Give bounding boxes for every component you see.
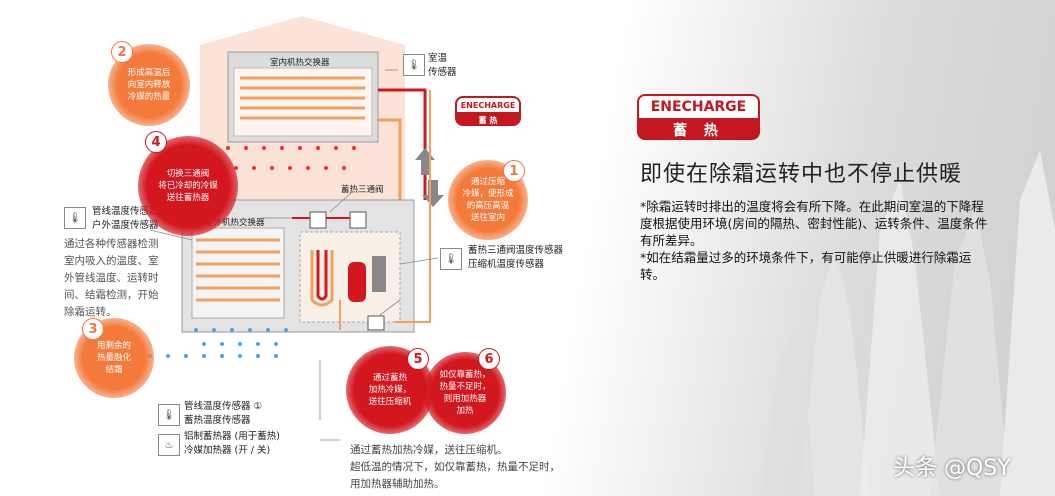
- step-4-number: 4: [145, 131, 167, 153]
- pipe-return: [378, 118, 402, 200]
- enecharge-logo-small: ENECHARGE 蓄 热: [455, 96, 521, 126]
- step-6-number: 6: [478, 348, 500, 370]
- pipe-sensor1-label-1: 管线温度传感器 ①: [184, 401, 263, 412]
- three-way-valve-label: 蓄热三通阀: [341, 185, 384, 195]
- compressor: [348, 262, 366, 302]
- note-paragraph-2: *如在结霜量过多的环境条件下，有可能停止供暖进行除霜运 转。: [640, 250, 972, 282]
- watermark: 头条 @QSY: [893, 456, 1011, 481]
- sensor-description: 通过各种传感器检测 室内吸入的温度、室 外管线温度、运转时 间、结霜检测，开始 …: [64, 238, 159, 318]
- step-6-bubble: 如仅靠蓄热，热量不足时，则用加热器加热: [424, 352, 506, 434]
- outdoor-coil: [196, 238, 280, 302]
- room-sensor-label-1: 室温: [428, 53, 448, 64]
- enecharge-logo: ENECHARGE 蓄 热: [637, 94, 760, 140]
- heater-label-2: 冷媒加热器 (开 / 关): [184, 445, 271, 456]
- thermometer-icon: 🌡: [403, 54, 425, 76]
- pipe-sensor1-label-2: 蓄热温度传感器: [184, 415, 251, 426]
- thermometer-icon: 🌡: [440, 248, 462, 270]
- room-sensor-label-2: 传感器: [428, 67, 457, 78]
- step-5-number: 5: [407, 348, 429, 370]
- thermometer-icon: 🌡: [158, 404, 180, 426]
- thermometer-icon: 🌡: [64, 207, 86, 229]
- indoor-coil: [240, 76, 365, 120]
- heater-icon: ♨: [158, 434, 180, 456]
- heat-dots: [226, 146, 356, 170]
- valve-sensor-label-2: 压缩机温度传感器: [468, 259, 545, 270]
- pipe-sensor2-label-2: 户外温度传感器: [92, 220, 159, 231]
- outdoor-unit-label: 室外机热交换器: [205, 218, 265, 228]
- note-paragraph-1: *除霜运转时排出的温度将会有所下降。在此期间室温的下降程 度根据使用环境(房间的…: [640, 199, 988, 248]
- step-3-number: 3: [82, 318, 104, 340]
- heater-label-1: 铝制蓄热器 (用于蓄热): [184, 431, 280, 442]
- pipe-sensor2-label-1: 管线温度传感器 ②: [92, 206, 171, 217]
- indoor-unit-label: 室内机热交换器: [270, 58, 330, 68]
- step-2-number: 2: [111, 41, 133, 63]
- headline: 即使在除霜运转中也不停止供暖: [640, 162, 963, 187]
- step-1-number: 1: [503, 160, 525, 182]
- valve-sensor-label-1: 蓄热三通阀温度传感器: [468, 245, 564, 256]
- bottom-description: 通过蓄热加热冷媒，送往压缩机。 超低温的情况下，如仅靠蓄热，热量不足时， 用加热…: [350, 444, 560, 490]
